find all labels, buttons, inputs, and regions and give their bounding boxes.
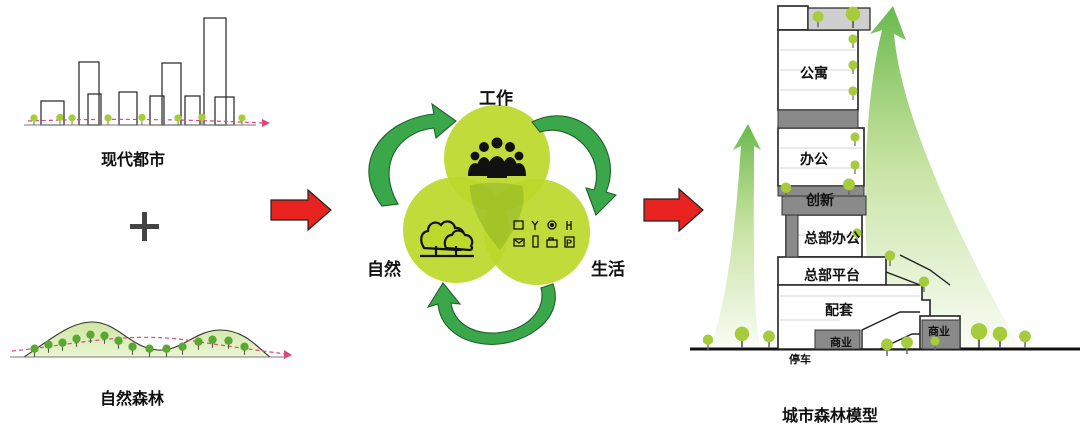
city-flow-line: [27, 118, 263, 124]
forest-flow-arrowhead: [284, 350, 292, 359]
core-block: [785, 214, 799, 258]
life-label: 生活: [591, 260, 625, 280]
cycle-arrows: [368, 102, 618, 345]
floor-innovation-label: 创新: [806, 193, 834, 209]
city-flow-arrowhead: [262, 119, 270, 127]
parking-glyph: P: [566, 238, 572, 248]
natural-forest-label: 自然森林: [100, 389, 165, 408]
floor-parking-label: 停车: [789, 353, 811, 366]
modern-city-skyline: [40, 17, 235, 126]
flow-arrow-left: [270, 188, 332, 232]
forest-hills: [22, 321, 272, 358]
flow-arrow-right: [643, 187, 704, 233]
floor-commercial-left-label: 商业: [830, 336, 852, 349]
city-trees: [30, 113, 246, 125]
floor-amenities-label: 配套: [825, 303, 853, 319]
work-label: 工作: [479, 89, 513, 109]
plus-sign-shape: [130, 212, 159, 241]
floor-commercial-right-label: 商业: [928, 325, 950, 338]
cycle-arrow-top-right: [531, 115, 618, 216]
tree-clump-icon: [420, 220, 474, 258]
floor-office-label: 办公: [800, 152, 828, 168]
cycle-arrow-bottom: [426, 282, 556, 345]
urban-forest-model-title: 城市森林模型: [782, 406, 879, 425]
up-arrow-left: [710, 124, 761, 348]
modern-city-label: 现代都市: [101, 150, 166, 169]
floor-hq-office-label: 总部办公: [804, 231, 860, 247]
people-group-icon: [468, 137, 526, 178]
floor-apartment-label: 公寓: [800, 66, 828, 82]
grey-blocks: [777, 109, 961, 350]
nature-label: 自然: [367, 260, 401, 280]
floor-lines: [780, 49, 920, 321]
up-arrow-right: [865, 6, 1020, 348]
cycle-arrow-top-left: [368, 102, 457, 207]
floor-hq-platform-label: 总部平台: [804, 268, 860, 284]
lifestyle-icons-grid: [513, 220, 575, 248]
